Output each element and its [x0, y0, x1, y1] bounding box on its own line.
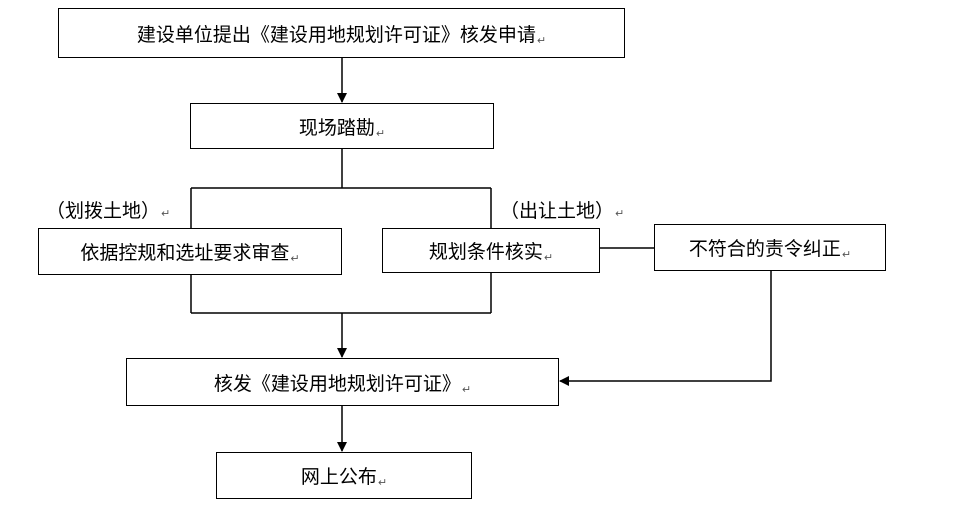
node-verify: 规划条件核实: [382, 228, 600, 273]
node-verify-label: 规划条件核实: [429, 237, 553, 264]
branch-label-left: （划拨土地）: [46, 196, 170, 223]
node-survey-label: 现场踏勘: [299, 113, 385, 140]
node-correct-label: 不符合的责令纠正: [689, 234, 851, 261]
node-issue-label: 核发《建设用地规划许可证》: [214, 369, 471, 396]
node-survey: 现场踏勘: [190, 103, 494, 149]
node-apply: 建设单位提出《建设用地规划许可证》核发申请: [58, 8, 625, 58]
node-review-label: 依据控规和选址要求审查: [80, 238, 299, 265]
node-publish-label: 网上公布: [301, 462, 387, 489]
node-apply-label: 建设单位提出《建设用地规划许可证》核发申请: [137, 20, 546, 47]
node-correct: 不符合的责令纠正: [654, 224, 886, 271]
node-review: 依据控规和选址要求审查: [38, 228, 342, 275]
node-publish: 网上公布: [216, 452, 472, 499]
node-issue: 核发《建设用地规划许可证》: [126, 358, 559, 406]
arrow-correct-to-issue: [559, 271, 772, 386]
branch-label-right: （出让土地）: [500, 196, 624, 223]
